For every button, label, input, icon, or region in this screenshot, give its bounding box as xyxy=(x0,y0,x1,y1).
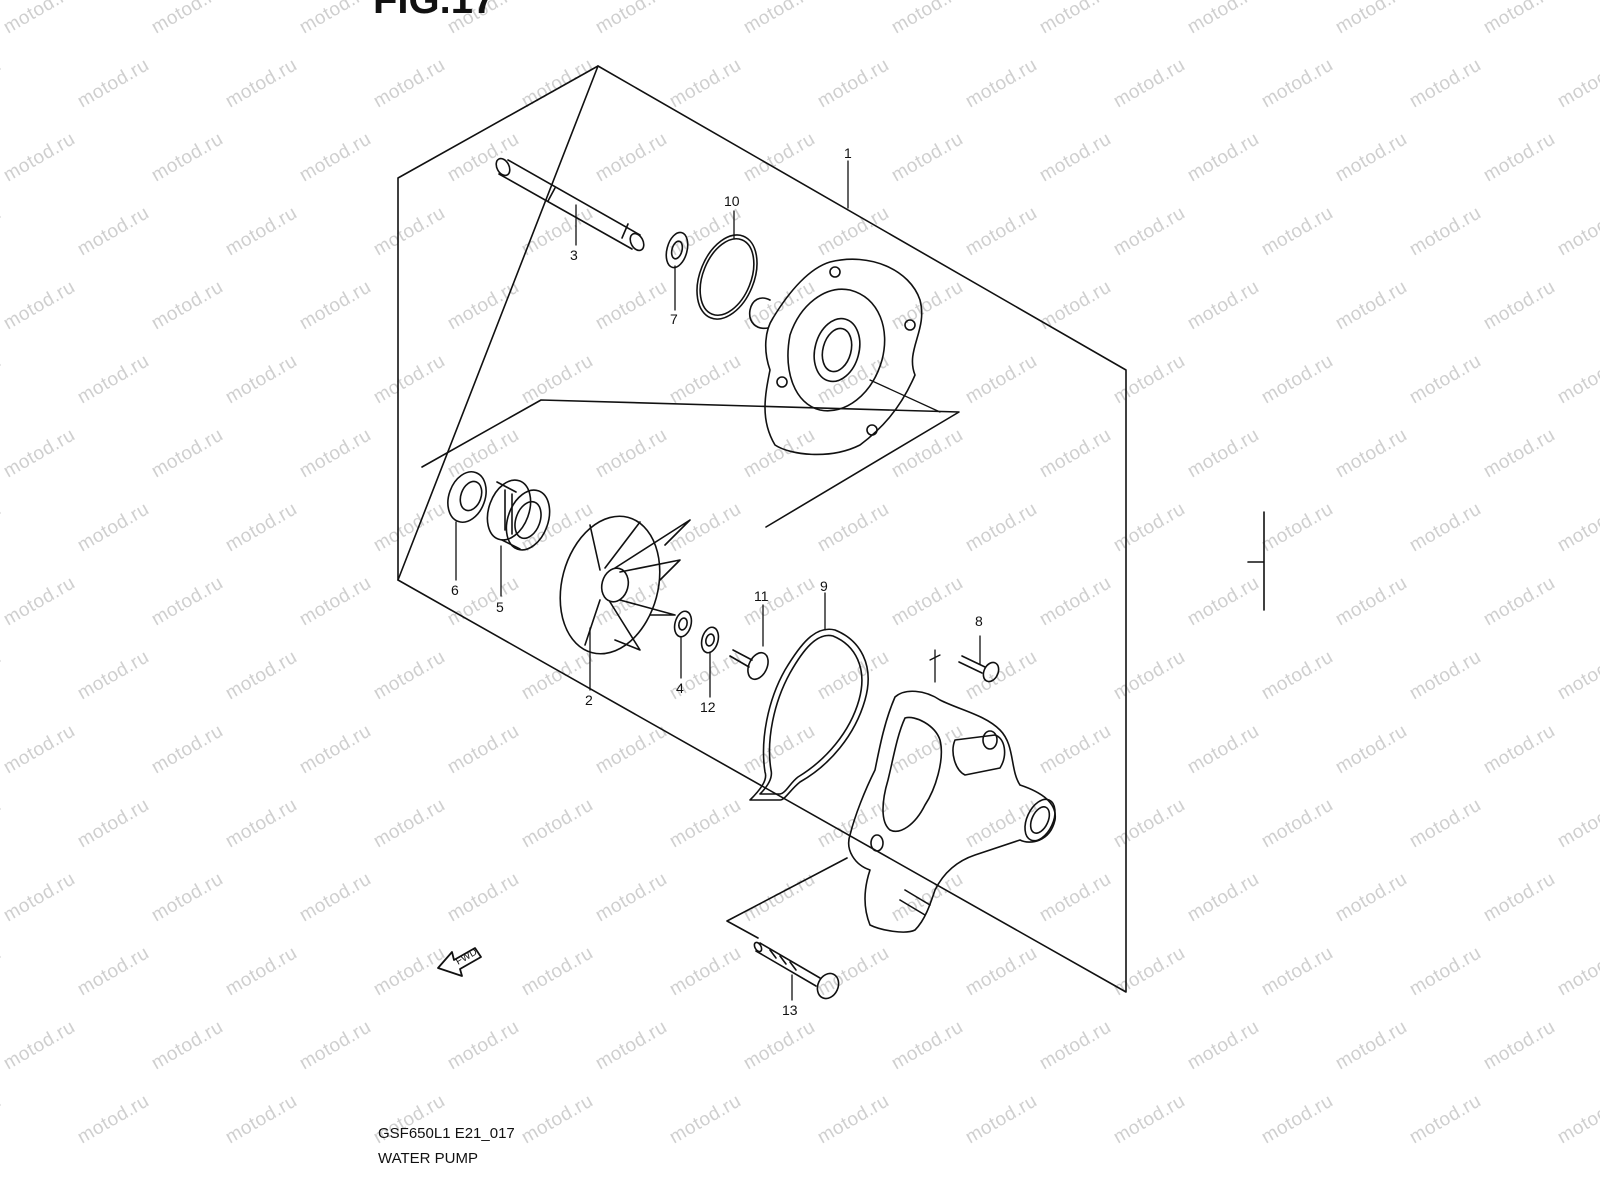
figure-name: WATER PUMP xyxy=(378,1150,478,1167)
mechanical-seal-part-5 xyxy=(486,479,551,551)
margin-mark xyxy=(1247,511,1265,611)
callout-11: 11 xyxy=(754,588,769,604)
callout-3: 3 xyxy=(570,247,578,263)
o-ring-part-10 xyxy=(696,234,758,320)
callout-labels: 1 2 3 4 5 6 7 8 9 10 11 12 13 xyxy=(451,145,983,1018)
seal-kit-bracket xyxy=(421,399,960,528)
washer-part-4 xyxy=(673,610,693,638)
long-bolt-part-13 xyxy=(753,941,840,1000)
shaft-part xyxy=(495,157,645,252)
callout-8: 8 xyxy=(975,613,983,629)
impeller-part-2 xyxy=(559,515,691,655)
washer-part-7 xyxy=(665,231,689,269)
bolt-part-11 xyxy=(729,649,769,681)
pump-cover xyxy=(848,690,1056,933)
callout-13: 13 xyxy=(782,1002,798,1018)
callout-10: 10 xyxy=(724,193,740,209)
callout-7: 7 xyxy=(670,311,678,327)
screw-part-8 xyxy=(958,655,1000,683)
gasket-part-9 xyxy=(749,628,869,801)
callout-5: 5 xyxy=(496,599,504,615)
figure-title: FIG.17 xyxy=(373,0,496,22)
callout-2: 2 xyxy=(585,692,593,708)
figure-code: GSF650L1 E21_017 xyxy=(378,1125,515,1142)
assembly-frame xyxy=(397,65,1127,993)
callout-4: 4 xyxy=(676,680,684,696)
callout-1: 1 xyxy=(844,145,852,161)
washer-part-12 xyxy=(700,626,720,654)
oil-seal-part-6 xyxy=(447,471,487,523)
callout-12: 12 xyxy=(700,699,716,715)
bolt-bracket xyxy=(726,857,848,939)
callout-9: 9 xyxy=(820,578,828,594)
pump-case-part-1 xyxy=(748,258,923,456)
assembly-frame-left xyxy=(397,65,599,581)
leader-lines xyxy=(455,160,981,1001)
callout-6: 6 xyxy=(451,582,459,598)
forward-arrow-icon: FWD xyxy=(437,947,482,977)
